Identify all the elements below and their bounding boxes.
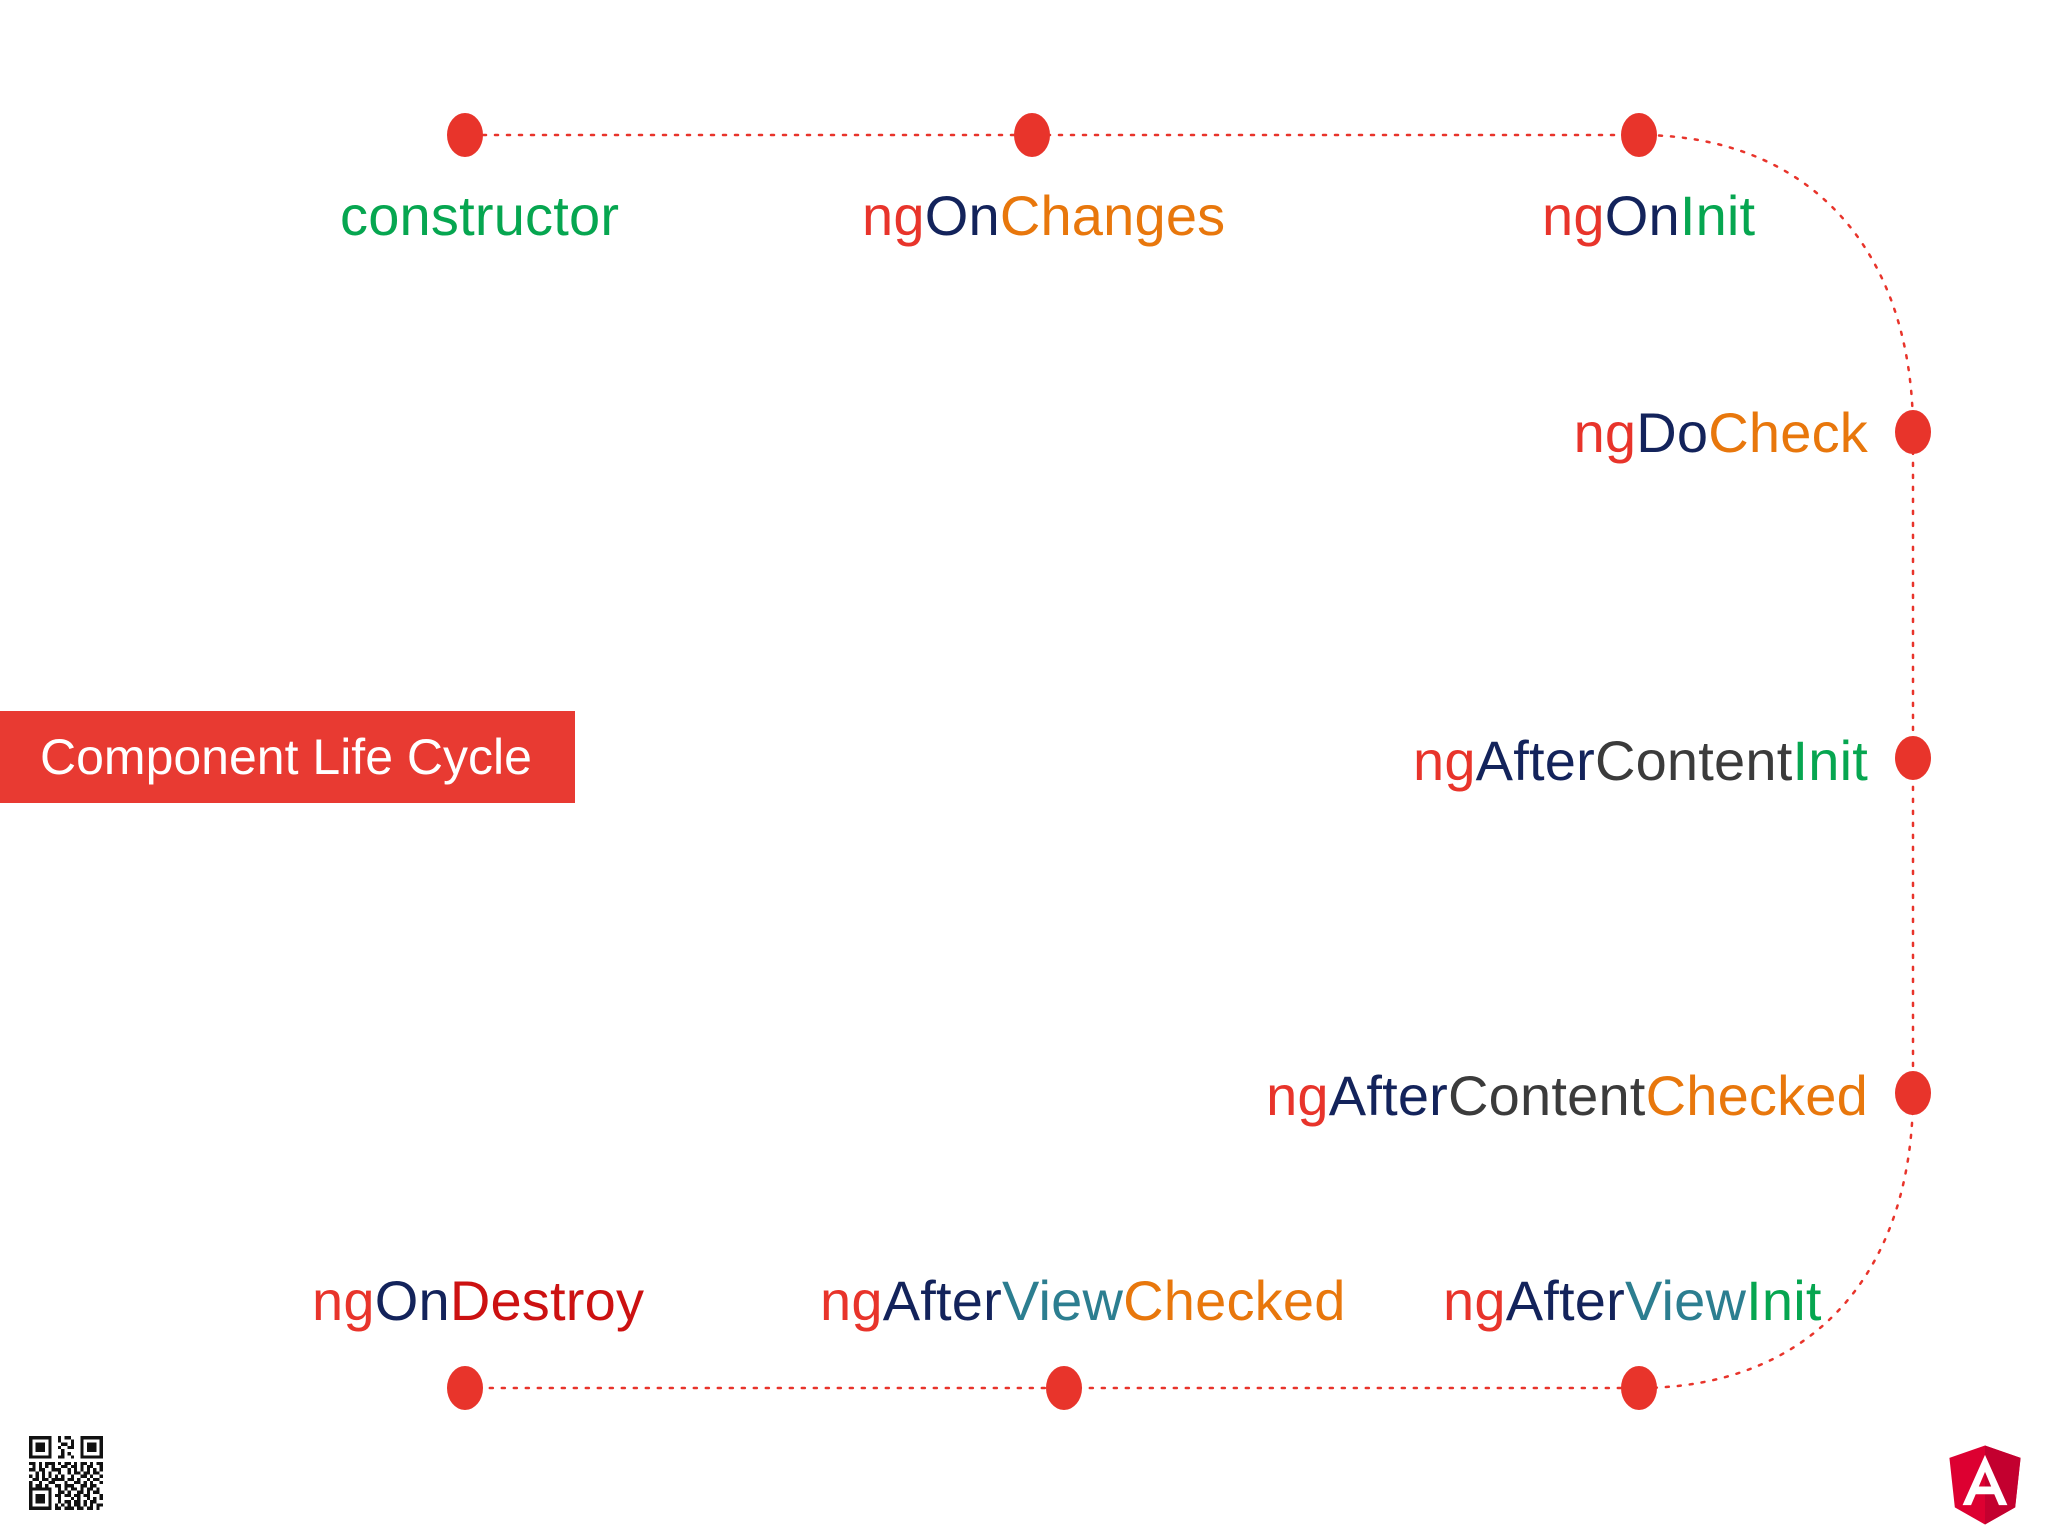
label-segment: constructor — [340, 184, 620, 247]
label-segment: ng — [1573, 401, 1637, 464]
label-segment: Destroy — [449, 1269, 645, 1332]
label-segment: ng — [820, 1269, 883, 1332]
lifecycle-dot-ngAfterContentChecked[interactable] — [1895, 1071, 1931, 1115]
label-segment: Checked — [1645, 1064, 1868, 1127]
label-segment: Check — [1708, 401, 1868, 464]
lifecycle-dots-group — [447, 113, 1931, 1410]
page-title-badge: Component Life Cycle — [0, 711, 575, 803]
lifecycle-dot-ngOnDestroy[interactable] — [447, 1366, 483, 1410]
label-segment: Checked — [1123, 1269, 1346, 1332]
label-segment: After — [1505, 1269, 1625, 1332]
label-segment: View — [1624, 1269, 1747, 1332]
lifecycle-dot-ngAfterViewInit[interactable] — [1621, 1366, 1657, 1410]
label-segment: ng — [1443, 1269, 1506, 1332]
lifecycle-dot-constructor[interactable] — [447, 113, 483, 157]
lifecycle-dot-ngAfterContentInit[interactable] — [1895, 736, 1931, 780]
label-segment: Init — [1792, 729, 1868, 792]
label-segment: After — [1328, 1064, 1449, 1127]
label-segment: Content — [1594, 729, 1793, 792]
lifecycle-label-ngAfterViewChecked: ngAfterViewChecked — [820, 1273, 1346, 1329]
label-segment: Do — [1636, 401, 1709, 464]
label-segment: ng — [1412, 729, 1476, 792]
lifecycle-label-ngAfterViewInit: ngAfterViewInit — [1443, 1273, 1822, 1329]
lifecycle-label-ngOnInit: ngOnInit — [1542, 188, 1755, 244]
lifecycle-label-ngDoCheck: ngDoCheck — [1574, 405, 1868, 461]
lifecycle-label-ngOnChanges: ngOnChanges — [862, 188, 1225, 244]
lifecycle-label-ngOnDestroy: ngOnDestroy — [312, 1273, 644, 1329]
label-segment: ng — [1266, 1064, 1329, 1127]
label-segment: ng — [1542, 184, 1605, 247]
lifecycle-dot-ngOnChanges[interactable] — [1014, 113, 1050, 157]
label-segment: View — [1001, 1269, 1124, 1332]
lifecycle-dot-ngAfterViewChecked[interactable] — [1046, 1366, 1082, 1410]
angular-logo-icon — [1949, 1445, 2021, 1525]
label-segment: On — [374, 1269, 450, 1332]
label-segment: After — [1475, 729, 1595, 792]
label-segment: After — [882, 1269, 1002, 1332]
lifecycle-label-ngAfterContentInit: ngAfterContentInit — [1413, 733, 1868, 789]
qr-code-icon — [26, 1433, 106, 1513]
label-segment: ng — [862, 184, 925, 247]
label-segment: On — [1604, 184, 1680, 247]
label-segment: Content — [1448, 1064, 1646, 1127]
label-segment: Init — [1746, 1269, 1822, 1332]
lifecycle-label-constructor: constructor — [340, 188, 619, 244]
lifecycle-dot-ngOnInit[interactable] — [1621, 113, 1657, 157]
lifecycle-label-ngAfterContentChecked: ngAfterContentChecked — [1266, 1068, 1868, 1124]
label-segment: ng — [312, 1269, 375, 1332]
page-title: Component Life Cycle — [40, 729, 532, 785]
label-segment: On — [924, 184, 1000, 247]
label-segment: Init — [1679, 184, 1756, 247]
lifecycle-dot-ngDoCheck[interactable] — [1895, 410, 1931, 454]
label-segment: Changes — [999, 184, 1226, 247]
